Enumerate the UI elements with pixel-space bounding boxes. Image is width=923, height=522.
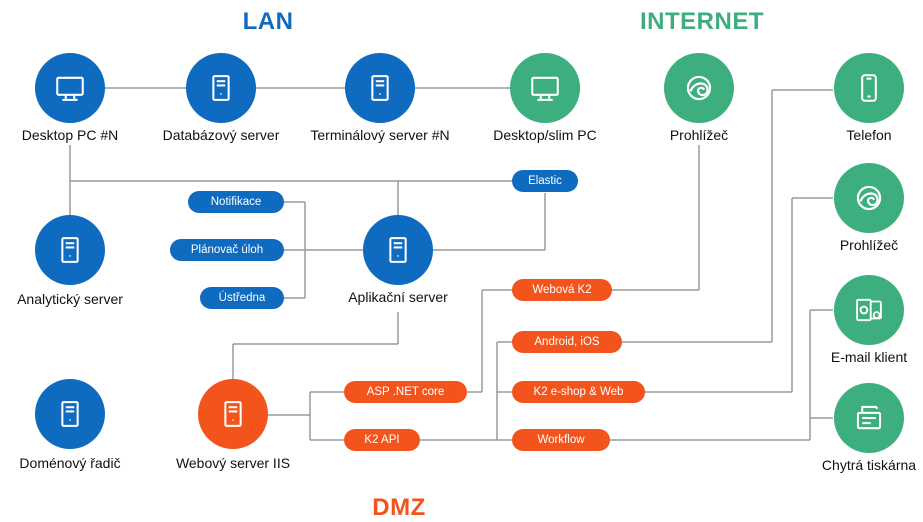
pill-asp-net: ASP .NET core [344, 381, 467, 403]
desktop-pc-label: Desktop PC #N [21, 127, 119, 143]
phone-label: Telefon [846, 127, 892, 143]
printer-icon [856, 405, 882, 430]
email-client-label: E-mail klient [830, 349, 908, 365]
web-server-node [198, 379, 268, 449]
browser-right-node [834, 163, 904, 233]
browser-internet-node [664, 53, 734, 123]
pill-ustredna: Ústředna [200, 287, 284, 309]
pill-workflow: Workflow [512, 429, 610, 451]
pill-webova-k2: Webová K2 [512, 279, 612, 301]
pill-planovac: Plánovač úloh [170, 239, 284, 261]
pill-elastic: Elastic [512, 170, 578, 192]
phone-icon [861, 74, 877, 102]
smart-printer-node [834, 383, 904, 453]
desktop-slim-label: Desktop/slim PC [493, 127, 597, 143]
database-server-node [186, 53, 256, 123]
email-client-node [834, 275, 904, 345]
domain-controller-label: Doménový řadič [19, 455, 121, 471]
server-icon [224, 401, 242, 427]
app-server-label: Aplikační server [348, 289, 448, 305]
terminal-server-node [345, 53, 415, 123]
monitor-icon [56, 76, 84, 101]
database-server-label: Databázový server [162, 127, 280, 143]
server-icon [389, 237, 407, 263]
pill-k2-api: K2 API [344, 429, 420, 451]
browser-right-label: Prohlížeč [839, 237, 899, 253]
monitor-icon [531, 76, 559, 101]
browser-icon [856, 185, 882, 211]
zone-title-internet: INTERNET [640, 8, 764, 35]
app-server-node [363, 215, 433, 285]
desktop-slim-node [510, 53, 580, 123]
server-icon [371, 75, 389, 101]
terminal-server-label: Terminálový server #N [310, 127, 450, 143]
zone-title-lan: LAN [242, 8, 294, 35]
phone-node [834, 53, 904, 123]
server-icon [212, 75, 230, 101]
pill-k2-eshop: K2 e-shop & Web [512, 381, 645, 403]
browser-icon [686, 75, 712, 101]
server-icon [61, 237, 79, 263]
browser-internet-label: Prohlížeč [669, 127, 729, 143]
pill-notifikace: Notifikace [188, 191, 284, 213]
smart-printer-label: Chytrá tiskárna [821, 457, 917, 473]
desktop-pc-node [35, 53, 105, 123]
web-server-label: Webový server IIS [175, 455, 291, 471]
domain-controller-node [35, 379, 105, 449]
email-icon [856, 298, 882, 322]
analytic-server-node [35, 215, 105, 285]
zone-title-dmz: DMZ [372, 494, 426, 521]
analytic-server-label: Analytický server [17, 291, 123, 307]
pill-android-ios: Android, iOS [512, 331, 622, 353]
server-icon [61, 401, 79, 427]
